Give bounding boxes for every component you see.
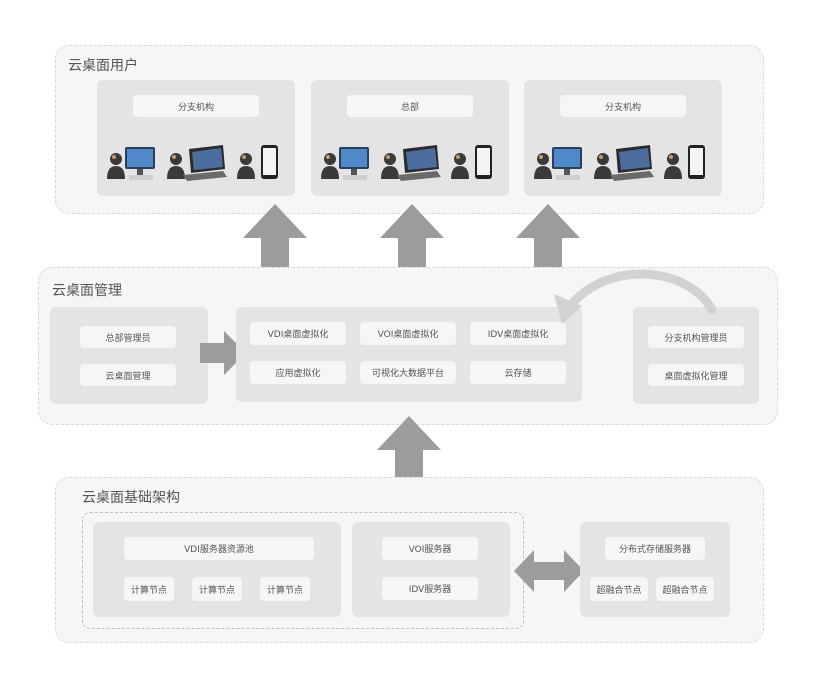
hq-admin-item: 总部管理员: [80, 326, 176, 348]
user-laptop-icon: [167, 145, 229, 189]
vdi-virtualization-item: VDI桌面虚拟化: [250, 322, 346, 345]
branch-admin-item: 分支机构管理员: [648, 326, 744, 348]
compute-node: 计算节点: [260, 577, 310, 601]
up-arrow-icon: [380, 204, 444, 276]
double-arrow-icon: [514, 550, 584, 592]
up-arrow-icon: [243, 204, 307, 276]
user-phone-icon: [451, 145, 495, 189]
storage-title: 分布式存储服务器: [605, 537, 705, 560]
voi-server-item: VOI服务器: [382, 537, 478, 560]
device-icon-row: [107, 145, 287, 190]
device-icon-row: [321, 145, 501, 190]
idv-server-item: IDV服务器: [382, 577, 478, 600]
management-section-title: 云桌面管理: [52, 283, 122, 299]
hq-admin-panel: [50, 307, 208, 404]
desktop-virtualization-mgmt-item: 桌面虚拟化管理: [648, 364, 744, 386]
cloud-storage-item: 云存储: [470, 361, 566, 384]
device-icon-row: [534, 145, 714, 190]
compute-node: 计算节点: [192, 577, 242, 601]
big-data-platform-item: 可视化大数据平台: [360, 361, 456, 384]
cloud-desktop-mgmt-item: 云桌面管理: [80, 364, 176, 386]
user-phone-icon: [664, 145, 708, 189]
user-phone-icon: [237, 145, 281, 189]
branch-admin-panel: [633, 307, 759, 404]
right-arrow-icon: [200, 331, 246, 375]
users-section-title: 云桌面用户: [68, 58, 138, 74]
user-group-label: 总部: [347, 95, 473, 117]
hci-node: 超融合节点: [656, 577, 714, 601]
up-arrow-icon: [516, 204, 580, 276]
user-group-label: 分支机构: [133, 95, 259, 117]
user-desktop-icon: [107, 145, 161, 189]
idv-virtualization-item: IDV桌面虚拟化: [470, 322, 566, 345]
infra-section-title: 云桌面基础架构: [82, 490, 180, 506]
hci-node: 超融合节点: [590, 577, 648, 601]
user-laptop-icon: [594, 145, 656, 189]
curved-arrow-icon: [554, 269, 717, 324]
user-laptop-icon: [381, 145, 443, 189]
user-desktop-icon: [321, 145, 375, 189]
up-arrow-icon: [377, 416, 441, 488]
compute-node: 计算节点: [124, 577, 174, 601]
vdi-pool-title: VDI服务器资源池: [124, 537, 314, 560]
user-group-label: 分支机构: [560, 95, 686, 117]
voi-virtualization-item: VOI桌面虚拟化: [360, 322, 456, 345]
user-desktop-icon: [534, 145, 588, 189]
app-virtualization-item: 应用虚拟化: [250, 361, 346, 384]
